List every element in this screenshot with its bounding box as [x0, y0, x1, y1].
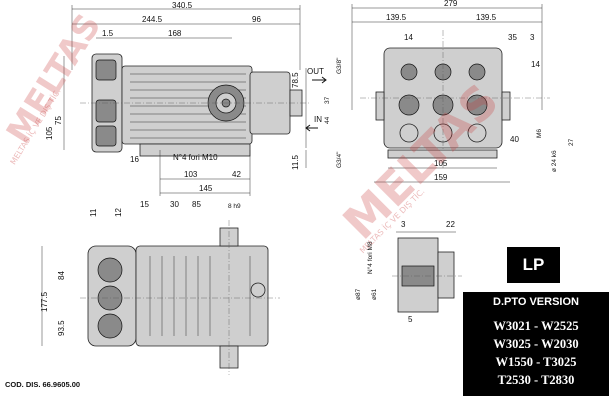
out-thread: G3/8"	[336, 57, 343, 74]
model-line-4: T2530 - T2830	[497, 373, 575, 387]
top-view: 340.5 244.5 96 1.5 168	[45, 1, 343, 196]
dim-base-width: 159	[434, 173, 448, 182]
dim-overall-length: 340.5	[172, 1, 193, 10]
dim-height-left2: 105	[45, 126, 54, 140]
version-box: D.PTO VERSION W3021 - W2525 W3025 - W203…	[463, 292, 609, 396]
flange-view: 3 22 N°4 fori M8 ø87 ø61 5	[355, 220, 462, 324]
front-view: 11 12 15 30 85 8 h9 84 177.5 93.5	[40, 200, 280, 375]
dim-bottom-offset: 16	[130, 155, 139, 164]
dim-30: 30	[170, 200, 179, 209]
side-view: 279 139.5 139.5 14 35 3 14 M6 40 ø 24 k6…	[351, 0, 575, 183]
dim-vertical-a: 37	[324, 96, 331, 104]
dim-foot-height: 11.5	[291, 154, 300, 170]
lp-badge: LP	[507, 247, 560, 283]
flange-bottom: 5	[408, 315, 413, 324]
dim-half-right: 139.5	[476, 13, 497, 22]
dim-right-part: 96	[252, 15, 261, 24]
model-line-1: W3021 - W2525	[493, 319, 579, 333]
model-line-3: W1550 - T3025	[495, 355, 577, 369]
flange-top-b: 22	[446, 220, 455, 229]
version-title: D.PTO VERSION	[493, 296, 579, 308]
dim-height-left: 75	[54, 116, 63, 125]
out-arrow-icon	[312, 76, 327, 84]
dim-12: 12	[114, 208, 123, 217]
drawing-code: COD. DIS. 66.9605.00	[5, 380, 81, 389]
dim-head-length: 168	[168, 29, 182, 38]
shaft-diameter: ø 24 k6	[551, 150, 558, 172]
in-thread: G3/4"	[336, 151, 343, 168]
dim-foot-a: 103	[184, 170, 198, 179]
mount-holes-label: N°4 fori M10	[173, 153, 218, 162]
dim-bolt-a: 40	[510, 135, 519, 144]
dim-height-right: 78.5	[291, 72, 300, 88]
dim-offset-left: 1.5	[102, 29, 114, 38]
dim-15: 15	[140, 200, 149, 209]
dim-foot-width: 105	[434, 159, 448, 168]
dim-body-length: 244.5	[142, 15, 163, 24]
dim-height-84: 84	[57, 271, 66, 280]
flange-top-a: 3	[401, 220, 406, 229]
shaft-key: 27	[568, 138, 575, 146]
dim-height-935: 93.5	[57, 320, 66, 336]
in-arrow-icon	[305, 124, 318, 132]
key-label: 8 h9	[228, 203, 241, 210]
in-label: IN	[314, 115, 322, 124]
dim-port-d: 14	[531, 60, 540, 69]
dim-11: 11	[89, 208, 98, 217]
flange-spigot-dia: ø61	[371, 288, 378, 300]
flange-holes-label: N°4 fori M8	[366, 241, 374, 274]
dim-port-b: 35	[508, 33, 517, 42]
dim-foot-total: 145	[199, 184, 213, 193]
dim-height-1775: 177.5	[40, 291, 49, 312]
dim-port-c: 3	[530, 33, 535, 42]
dim-overall-width: 279	[444, 0, 458, 8]
dim-85: 85	[192, 200, 201, 209]
out-label: OUT	[307, 67, 324, 76]
dim-vertical-b: 44	[324, 116, 331, 124]
dim-foot-b: 42	[232, 170, 241, 179]
thread-m6: M6	[536, 129, 543, 138]
flange-pitch-dia: ø87	[355, 288, 362, 300]
model-line-2: W3025 - W2030	[493, 337, 579, 351]
dim-half-left: 139.5	[386, 13, 407, 22]
dim-port-a: 14	[404, 33, 413, 42]
